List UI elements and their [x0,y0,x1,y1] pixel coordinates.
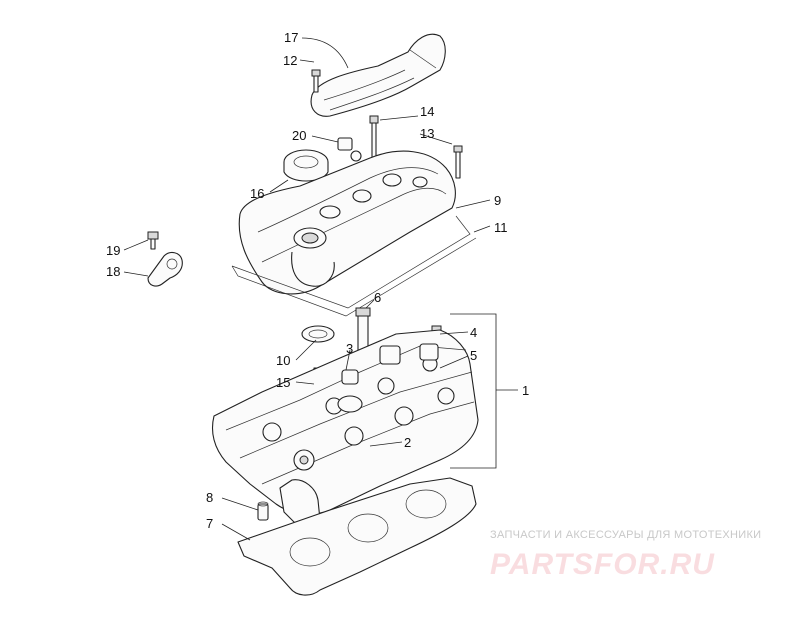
callout-19: 19 [106,243,120,258]
part-16-filler-cap [283,149,329,182]
part-13-bolt [453,145,463,179]
callout-1: 1 [522,383,529,398]
callout-10: 10 [276,353,290,368]
leader-lines [123,37,491,541]
part-17-cover [310,33,446,117]
callout-8: 8 [206,490,213,505]
part-9-valve-cover [238,150,456,295]
part-7-head-gasket [237,477,477,596]
callout-17: 17 [284,30,298,45]
watermark-brand: PARTSFOR.RU [490,548,715,581]
callout-7: 7 [206,516,213,531]
part-18-bracket [147,251,183,287]
callout-14: 14 [420,104,434,119]
callout-9: 9 [494,193,501,208]
part-10-seal [301,325,335,343]
callout-3: 3 [346,341,353,356]
part-20-clip [337,137,362,162]
watermark-tagline: ЗАПЧАСТИ И АКСЕССУАРЫ ДЛЯ МОТОТЕХНИКИ [490,529,761,541]
callout-6: 6 [374,290,381,305]
callout-20: 20 [292,128,306,143]
part-11-gasket [231,215,477,317]
callout-13: 13 [420,126,434,141]
part-12-bolt [311,69,321,93]
callout-12: 12 [283,53,297,68]
callout-1-bracket [450,313,518,469]
callout-18: 18 [106,264,120,279]
callout-5: 5 [470,348,477,363]
watermark: ЗАПЧАСТИ И АКСЕССУАРЫ ДЛЯ МОТОТЕХНИКИ PA… [490,529,761,581]
callout-15: 15 [276,375,290,390]
part-14-bolt [369,115,379,162]
callout-labels: 17 12 14 20 13 16 9 11 19 18 6 4 10 3 5 … [106,30,529,531]
callout-16: 16 [250,186,264,201]
part-8-dowel [257,501,269,521]
callout-4: 4 [470,325,477,340]
callout-11: 11 [494,220,508,235]
callout-2: 2 [404,435,411,450]
part-19-bolt [147,231,159,250]
